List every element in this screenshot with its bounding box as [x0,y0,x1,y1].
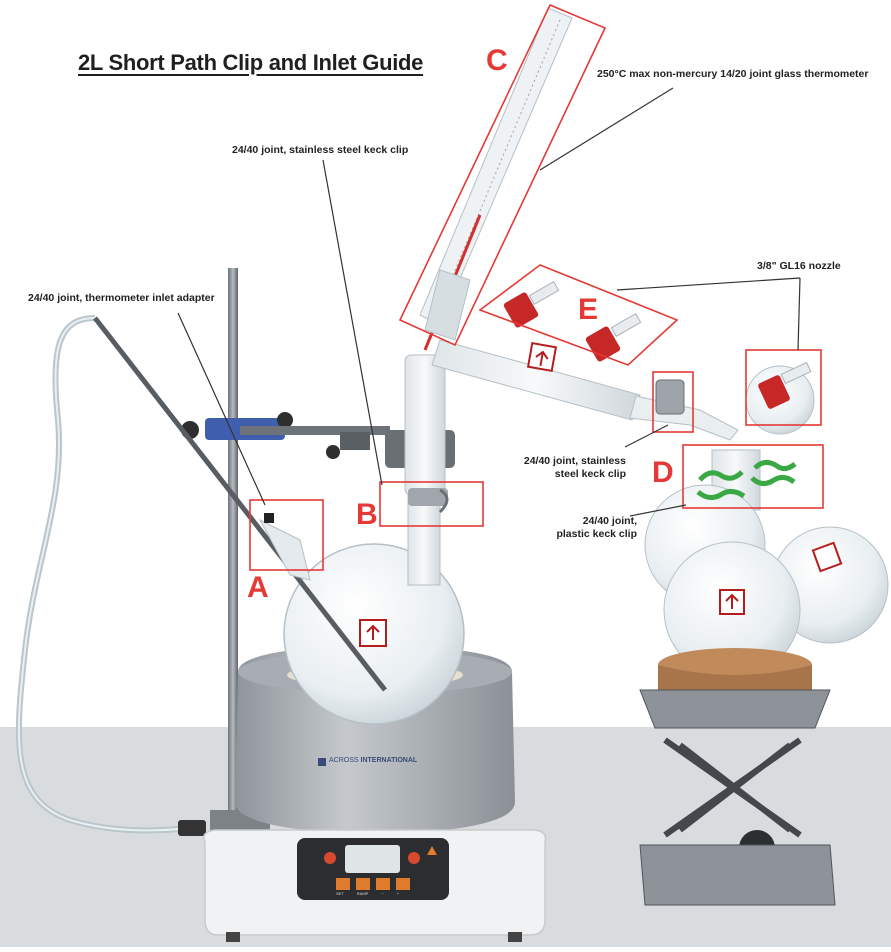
callout-boxes [249,3,824,571]
foot-right [508,932,522,942]
display-screen [345,845,400,873]
hot-warning-icon [427,846,437,855]
brand-name: INTERNATIONAL [360,757,418,764]
ramp-label: RAMP [356,891,369,896]
gl16-nozzle-detail [758,361,812,409]
label-e: E [578,293,599,326]
clamp-jaw [340,432,370,450]
label-d: D [652,456,674,489]
clamp-knob-right-icon [277,412,293,428]
plastic-keck-clips [696,460,797,500]
support-rod [228,268,238,828]
condenser [431,339,641,421]
heat-indicator-icon [408,852,420,864]
callout-box-d [682,444,824,509]
steel-keck-clip-right [655,379,685,415]
label-c: C [486,44,508,77]
clamp-thumbscrew-icon [326,445,340,459]
up-label: + [396,891,400,896]
callout-thermometer: 250°C max non-mercury 14/20 joint glass … [597,68,869,80]
set-button[interactable] [336,878,350,890]
callout-box-a [249,499,324,571]
leader-lines [177,87,801,517]
callout-steel-clip-right-line1: 24/40 joint, stainless [523,455,626,467]
power-indicator-icon [324,852,336,864]
callout-box-nozzle [745,349,822,426]
distillation-head [404,354,446,496]
callout-steel-clip-b: 24/40 joint, stainless steel keck clip [232,144,409,156]
thermometer-adapter [424,269,471,341]
inlet-adapter-glass [258,518,311,581]
callout-gl16-nozzle: 3/8" GL16 nozzle [757,260,841,272]
callout-plastic-clip: 24/40 joint, plastic keck clip [545,515,637,541]
temperature-probe [93,316,387,692]
diagram-title: 2L Short Path Clip and Inlet Guide [78,50,424,75]
label-b: B [356,498,378,531]
callout-thermometer-adapter: 24/40 joint, thermometer inlet adapter [28,292,215,304]
brand-logo-icon [318,758,326,766]
panel-button-labels: SET RAMP − + [336,891,416,896]
up-button[interactable] [396,878,410,890]
brand-label: ACROSS INTERNATIONAL [329,757,417,764]
gl16-nozzle-left [503,280,560,328]
lab-jack-base [639,844,836,906]
callout-steel-clip-right: 24/40 joint, stainless steel keck clip [520,455,626,481]
clamp-arm [240,426,390,435]
label-a: A [247,571,269,604]
lab-jack-scissor [663,737,802,838]
callout-steel-clip-right-line2: steel keck clip [554,468,626,480]
callout-plastic-clip-line1: 24/40 joint, [582,515,637,527]
coolant-tubing-highlight [17,317,191,832]
foot-left [226,932,240,942]
down-label: − [381,891,384,896]
brand-prefix: ACROSS [329,757,359,764]
ramp-button[interactable] [356,878,370,890]
tubing-connector [178,820,206,836]
probe-fitting-icon [264,513,274,523]
callout-box-clip-right [652,371,694,433]
lab-jack-top-plate [639,689,831,729]
down-button[interactable] [376,878,390,890]
callout-plastic-clip-line2: plastic keck clip [556,528,637,540]
set-label: SET [336,891,344,896]
callout-box-b [379,481,484,527]
callout-box-c [398,3,607,347]
callout-box-e [478,264,679,366]
receiver-right-logo-icon [811,541,843,573]
steel-keck-clip-b [408,488,448,506]
